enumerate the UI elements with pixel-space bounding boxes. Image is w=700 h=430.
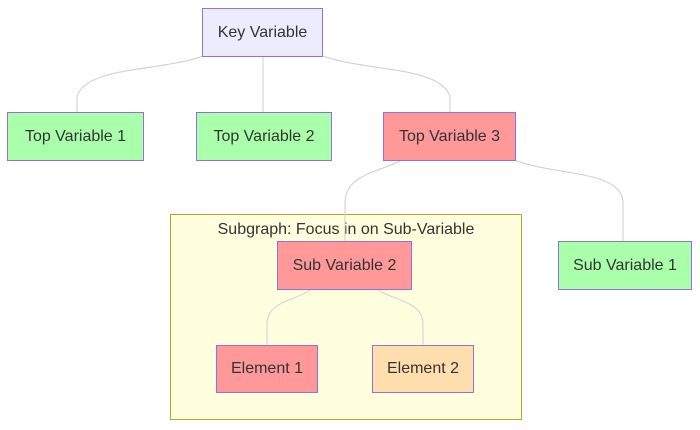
node-label: Element 2 — [386, 360, 460, 377]
node-key-variable: Key Variable — [202, 8, 323, 57]
node-element-1: Element 1 — [216, 345, 318, 393]
edge-key-variable-to-top-variable-1 — [76, 55, 204, 112]
node-element-2: Element 2 — [372, 345, 474, 393]
node-sub-variable-1: Sub Variable 1 — [558, 241, 692, 290]
node-sub-variable-2: Sub Variable 2 — [277, 241, 412, 290]
node-top-variable-3: Top Variable 3 — [383, 112, 516, 161]
edge-key-variable-to-top-variable-3 — [322, 55, 451, 112]
node-label: Sub Variable 2 — [292, 256, 397, 274]
node-label: Top Variable 2 — [213, 127, 315, 145]
node-label: Sub Variable 1 — [573, 256, 677, 274]
node-top-variable-1: Top Variable 1 — [7, 112, 144, 161]
node-label: Key Variable — [217, 23, 308, 41]
node-top-variable-2: Top Variable 2 — [196, 112, 332, 161]
subgraph-title: Subgraph: Focus in on Sub-Variable — [217, 221, 475, 238]
edge-top-variable-3-to-sub-variable-1 — [513, 159, 624, 241]
node-label: Element 1 — [230, 360, 304, 377]
node-label: Top Variable 3 — [398, 127, 501, 145]
node-label: Top Variable 1 — [24, 127, 127, 145]
